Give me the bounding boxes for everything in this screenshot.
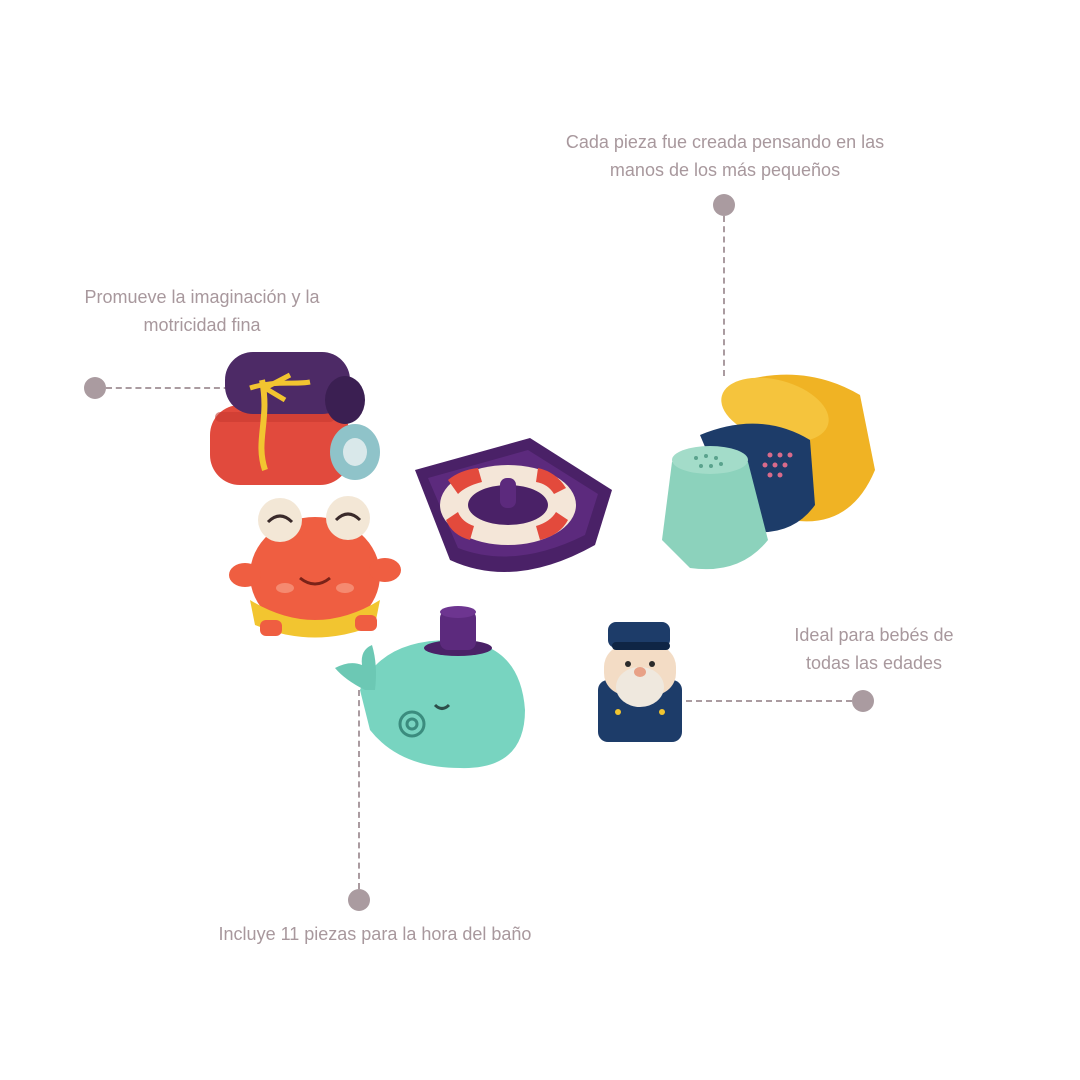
callout-bottom-dot: [348, 889, 370, 911]
callout-right-line1: Ideal para bebés de: [794, 625, 954, 645]
callout-right-text: Ideal para bebés de todas las edades: [764, 621, 984, 677]
callout-right-connector: [646, 700, 852, 702]
sailor-figure: [598, 622, 682, 742]
whale-toy: [335, 606, 525, 769]
callout-top-right-dot: [713, 194, 735, 216]
callout-left-dot: [84, 377, 106, 399]
callout-left-line1: Promueve la imaginación y la: [84, 287, 320, 307]
callout-top-right-text: Cada pieza fue creada pensando en las ma…: [540, 128, 910, 184]
callout-top-right-line1: Cada pieza fue creada pensando en las: [565, 132, 885, 152]
callout-left-text: Promueve la imaginación y la motricidad …: [52, 283, 352, 339]
washcloths: [210, 352, 380, 485]
callout-right-dot: [852, 690, 874, 712]
callout-right-line2: todas las edades: [805, 653, 943, 673]
callout-top-right-line2: manos de los más pequeños: [609, 160, 841, 180]
callout-bottom-text: Incluye 11 piezas para la hora del baño: [190, 920, 560, 948]
callout-bottom-connector: [358, 690, 360, 889]
crab-toy: [229, 496, 401, 638]
boat-with-life-ring: [415, 438, 612, 572]
callout-left-connector: [106, 387, 318, 389]
callout-top-right-connector: [723, 216, 725, 376]
callout-bottom-line1: Incluye 11 piezas para la hora del baño: [218, 924, 532, 944]
stacking-cups: [662, 374, 875, 570]
callout-left-line2: motricidad fina: [143, 315, 261, 335]
